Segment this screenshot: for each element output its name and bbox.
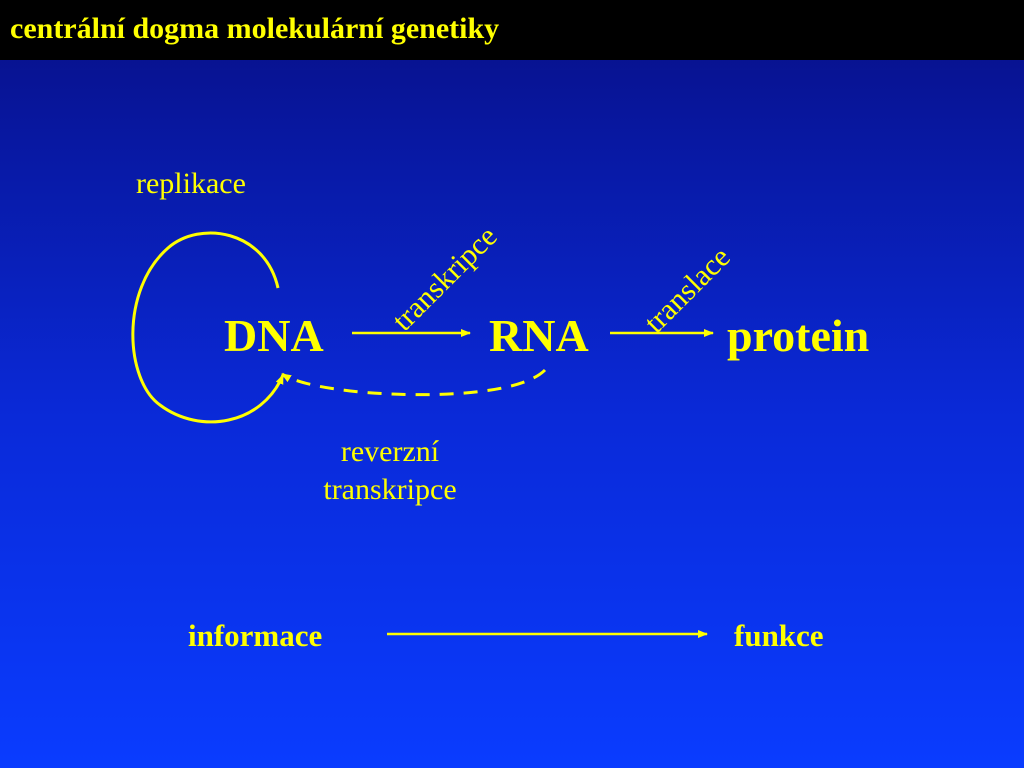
protein-node: protein [727, 310, 870, 361]
rna-node: RNA [489, 310, 589, 361]
dna-node: DNA [224, 310, 324, 361]
title-bar: centrální dogma molekulární genetiky [0, 0, 1024, 60]
function-label: funkce [734, 618, 824, 653]
reverse-transcription-line-1: reverzní [340, 435, 440, 468]
reverse-transcription-label: reverzní transkripce [290, 433, 490, 509]
information-label: informace [188, 618, 323, 653]
replication-loop-arrow [131, 231, 285, 424]
reverse-transcription-arrow [281, 368, 547, 397]
reverse-transcription-line-2: transkripce [323, 473, 457, 506]
slide-title: centrální dogma molekulární genetiky [10, 12, 500, 45]
replication-label: replikace [136, 167, 246, 200]
